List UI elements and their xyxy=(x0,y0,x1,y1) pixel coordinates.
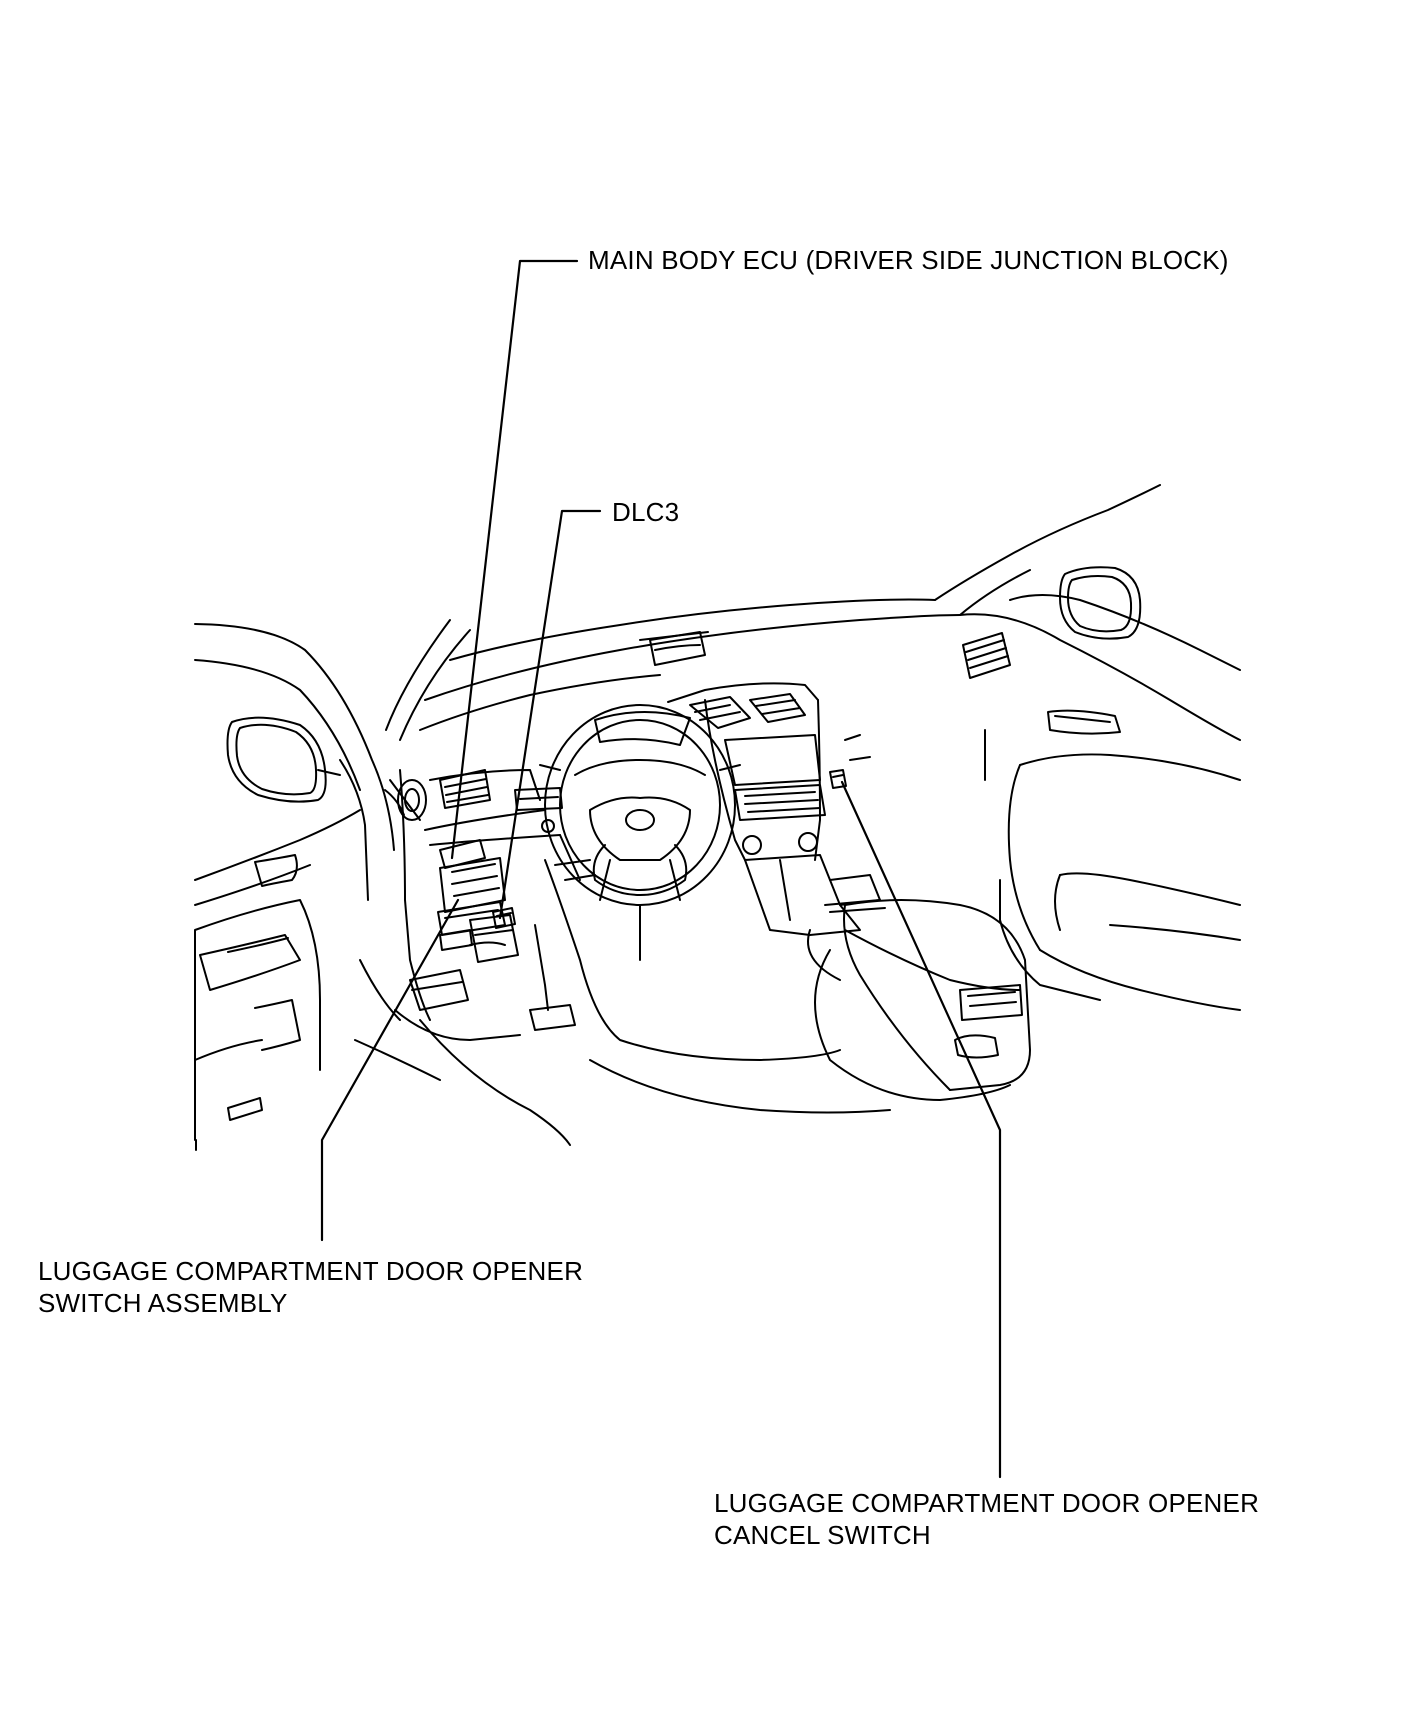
right-side-mirror xyxy=(1059,566,1142,640)
label-cancel-switch-line2: CANCEL SWITCH xyxy=(714,1520,931,1550)
label-dlc3: DLC3 xyxy=(612,496,679,528)
leader-lines xyxy=(320,259,1002,1479)
left-door xyxy=(194,623,395,1151)
steering-wheel xyxy=(539,704,741,961)
left-a-pillar xyxy=(384,619,471,1021)
main-body-ecu-component xyxy=(437,839,506,951)
label-cancel-switch-line1: LUGGAGE COMPARTMENT DOOR OPENER xyxy=(714,1488,1260,1518)
floor-and-seats xyxy=(354,859,891,1146)
left-vent xyxy=(397,769,491,821)
instrument-panel-left xyxy=(424,769,596,881)
center-stack xyxy=(667,682,886,981)
left-side-mirror xyxy=(226,716,341,803)
label-opener-switch-line2: SWITCH ASSEMBLY xyxy=(38,1288,288,1318)
label-opener-switch-line1: LUGGAGE COMPARTMENT DOOR OPENER xyxy=(38,1256,584,1286)
leader-dlc3 xyxy=(498,509,602,920)
label-main-body-ecu: MAIN BODY ECU (DRIVER SIDE JUNCTION BLOC… xyxy=(588,244,1229,276)
cancel-switch-component xyxy=(829,734,871,789)
dashboard-upper xyxy=(419,484,1161,731)
right-door xyxy=(959,594,1241,1011)
label-opener-cancel-switch: LUGGAGE COMPARTMENT DOOR OPENER CANCEL S… xyxy=(714,1487,1259,1551)
pedals xyxy=(394,914,576,1041)
label-dlc3-text: DLC3 xyxy=(612,497,680,527)
right-dash-vent xyxy=(962,632,1011,679)
leader-opener-switch xyxy=(320,898,460,1242)
leader-cancel-switch xyxy=(840,780,1002,1479)
center-armrest xyxy=(814,899,1031,1101)
leader-main-body-ecu xyxy=(450,259,579,860)
label-main-body-ecu-text: MAIN BODY ECU (DRIVER SIDE JUNCTION BLOC… xyxy=(588,245,1229,275)
label-opener-switch-assembly: LUGGAGE COMPARTMENT DOOR OPENER SWITCH A… xyxy=(38,1255,583,1319)
